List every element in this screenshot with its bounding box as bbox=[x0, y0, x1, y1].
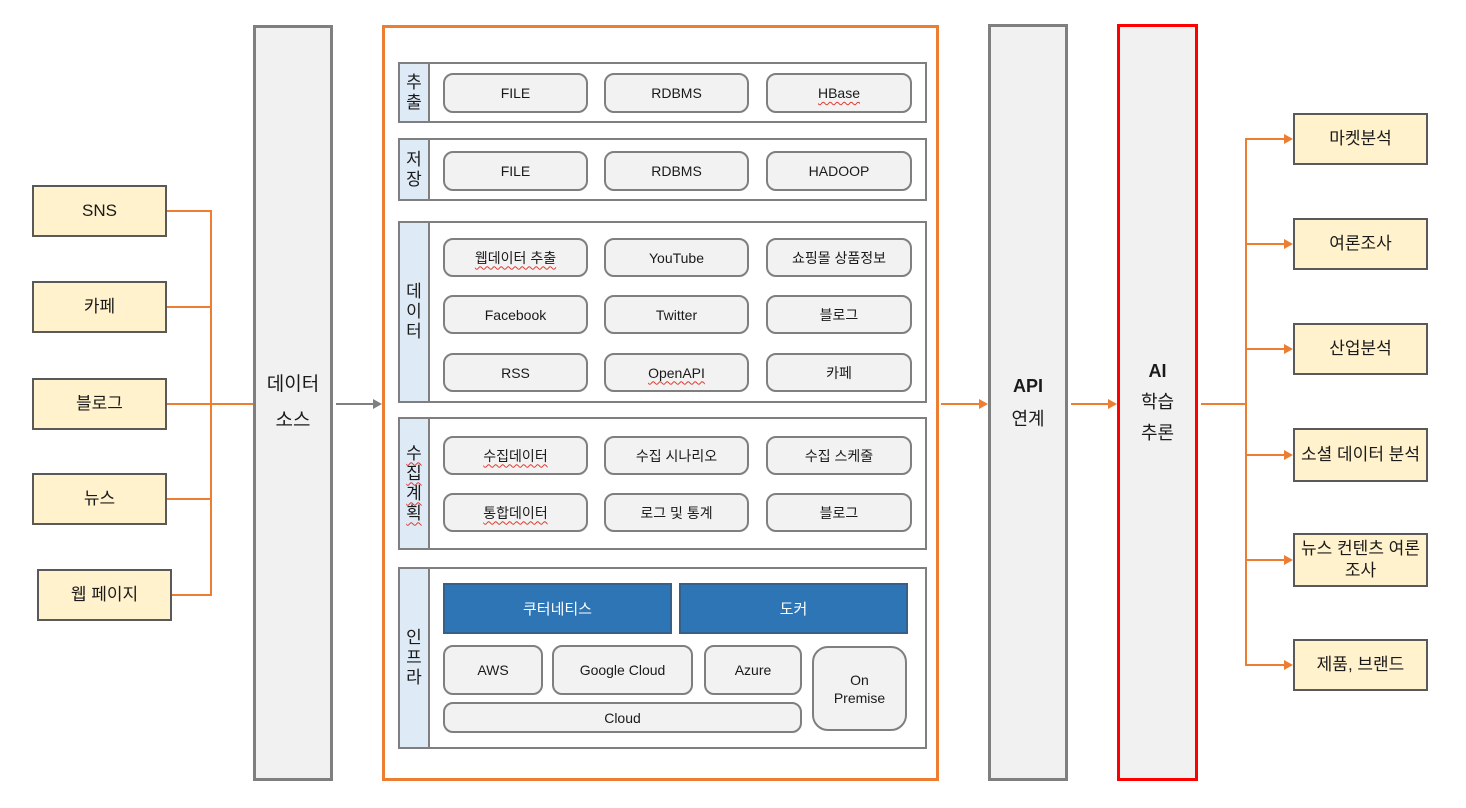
output-label: 산업분석 bbox=[1329, 339, 1392, 358]
plan-item-collected-data: 수집데이터 bbox=[443, 436, 588, 475]
arrow-head-out-1 bbox=[1284, 134, 1293, 144]
infra-item-google-cloud: Google Cloud bbox=[552, 645, 693, 695]
output-box-news-content-poll: 뉴스 컨텐츠 여론조사 bbox=[1293, 533, 1428, 587]
connector-cafe bbox=[167, 306, 212, 308]
data-source-line2: 소스 bbox=[275, 410, 311, 431]
connector-right-vertical bbox=[1245, 138, 1247, 666]
source-box-sns: SNS bbox=[32, 185, 167, 237]
section-plan: 수집계획 수집데이터 수집 시나리오 수집 스케줄 통합데이터 로그 및 통계 … bbox=[398, 417, 927, 550]
arrow-head-pipeline-api bbox=[979, 399, 988, 409]
output-label: 마켓분석 bbox=[1329, 129, 1392, 148]
arrow-line-pipeline-api bbox=[941, 403, 980, 405]
source-box-webpage: 웹 페이지 bbox=[37, 569, 172, 621]
source-label: 블로그 bbox=[76, 394, 123, 413]
source-label: 뉴스 bbox=[83, 489, 116, 508]
plan-item-schedule: 수집 스케줄 bbox=[766, 436, 912, 475]
connector-webpage bbox=[172, 594, 212, 596]
output-box-market-analysis: 마켓분석 bbox=[1293, 113, 1428, 165]
data-source-line1: 데이터 bbox=[266, 374, 320, 395]
connector-out-6 bbox=[1247, 664, 1285, 666]
connector-out-5 bbox=[1247, 559, 1285, 561]
section-store: 저장 FILE RDBMS HADOOP bbox=[398, 138, 927, 201]
store-item-rdbms: RDBMS bbox=[604, 151, 749, 191]
data-source-pillar: 데이터 소스 bbox=[253, 25, 333, 781]
connector-out-3 bbox=[1247, 348, 1285, 350]
output-label: 여론조사 bbox=[1329, 234, 1392, 253]
infra-item-cloud: Cloud bbox=[443, 702, 802, 733]
connector-left-vertical bbox=[210, 210, 212, 596]
arrow-head-out-4 bbox=[1284, 450, 1293, 460]
output-box-opinion-poll: 여론조사 bbox=[1293, 218, 1428, 270]
ai-line2: 학습 bbox=[1140, 392, 1175, 412]
data-item-rss: RSS bbox=[443, 353, 588, 392]
output-label: 제품, 브랜드 bbox=[1316, 655, 1405, 674]
output-label: 뉴스 컨텐츠 여론조사 bbox=[1301, 539, 1420, 580]
plan-item-blog: 블로그 bbox=[766, 493, 912, 532]
source-label: 웹 페이지 bbox=[70, 585, 139, 604]
infra-item-kubernetes: 쿠터네티스 bbox=[443, 583, 672, 634]
output-label: 소셜 데이터 분석 bbox=[1301, 445, 1420, 464]
data-item-blog: 블로그 bbox=[766, 295, 912, 334]
output-box-social-data-analysis: 소셜 데이터 분석 bbox=[1293, 428, 1428, 482]
section-infra: 인프라 쿠터네티스 도커 AWS Google Cloud Azure On P… bbox=[398, 567, 927, 749]
data-item-twitter: Twitter bbox=[604, 295, 749, 334]
output-box-product-brand: 제품, 브랜드 bbox=[1293, 639, 1428, 691]
output-box-industry-analysis: 산업분석 bbox=[1293, 323, 1428, 375]
plan-item-integrated-data: 통합데이터 bbox=[443, 493, 588, 532]
source-box-cafe: 카페 bbox=[32, 281, 167, 333]
extract-item-rdbms: RDBMS bbox=[604, 73, 749, 113]
data-item-webdata-extract: 웹데이터 추출 bbox=[443, 238, 588, 277]
arrow-head-out-2 bbox=[1284, 239, 1293, 249]
section-extract-label: 추출 bbox=[400, 64, 430, 121]
infra-item-docker: 도커 bbox=[679, 583, 908, 634]
data-item-shopping: 쇼핑몰 상품정보 bbox=[766, 238, 912, 277]
source-label: SNS bbox=[82, 201, 117, 220]
arrow-head-api-ai bbox=[1108, 399, 1117, 409]
connector-news bbox=[167, 498, 212, 500]
infra-item-aws: AWS bbox=[443, 645, 543, 695]
infra-item-azure: Azure bbox=[704, 645, 802, 695]
connector-out-4 bbox=[1247, 454, 1285, 456]
infra-item-on-premise: On Premise bbox=[812, 646, 907, 731]
arrow-head-datasource-pipeline bbox=[373, 399, 382, 409]
arrow-head-out-5 bbox=[1284, 555, 1293, 565]
extract-item-hbase: HBase bbox=[766, 73, 912, 113]
data-item-cafe: 카페 bbox=[766, 353, 912, 392]
section-store-label: 저장 bbox=[400, 140, 430, 199]
source-box-news: 뉴스 bbox=[32, 473, 167, 525]
arrow-head-out-6 bbox=[1284, 660, 1293, 670]
section-extract: 추출 FILE RDBMS HBase bbox=[398, 62, 927, 123]
data-item-facebook: Facebook bbox=[443, 295, 588, 334]
data-item-openapi: OpenAPI bbox=[604, 353, 749, 392]
ai-line3: 추론 bbox=[1140, 423, 1175, 443]
api-pillar: API 연계 bbox=[988, 24, 1068, 781]
api-line2: 연계 bbox=[1011, 408, 1045, 429]
arrow-line-datasource-pipeline bbox=[336, 403, 374, 405]
connector-out-2 bbox=[1247, 243, 1285, 245]
section-infra-label: 인프라 bbox=[400, 569, 430, 747]
source-label: 카페 bbox=[83, 297, 116, 316]
store-item-hadoop: HADOOP bbox=[766, 151, 912, 191]
plan-item-scenario: 수집 시나리오 bbox=[604, 436, 749, 475]
plan-item-log-stats: 로그 및 통계 bbox=[604, 493, 749, 532]
section-plan-label: 수집계획 bbox=[400, 419, 430, 548]
extract-item-file: FILE bbox=[443, 73, 588, 113]
section-data-label: 데이터 bbox=[400, 223, 430, 401]
section-data: 데이터 웹데이터 추출 YouTube 쇼핑몰 상품정보 Facebook Tw… bbox=[398, 221, 927, 403]
connector-out-1 bbox=[1247, 138, 1285, 140]
arrow-head-out-3 bbox=[1284, 344, 1293, 354]
ai-line1: AI bbox=[1148, 361, 1167, 381]
ai-pillar: AI 학습 추론 bbox=[1117, 24, 1198, 781]
data-item-youtube: YouTube bbox=[604, 238, 749, 277]
arrow-line-api-ai bbox=[1071, 403, 1109, 405]
store-item-file: FILE bbox=[443, 151, 588, 191]
api-line1: API bbox=[1012, 375, 1043, 396]
connector-sns bbox=[167, 210, 212, 212]
source-box-blog: 블로그 bbox=[32, 378, 167, 430]
connector-ai-out bbox=[1201, 403, 1247, 405]
